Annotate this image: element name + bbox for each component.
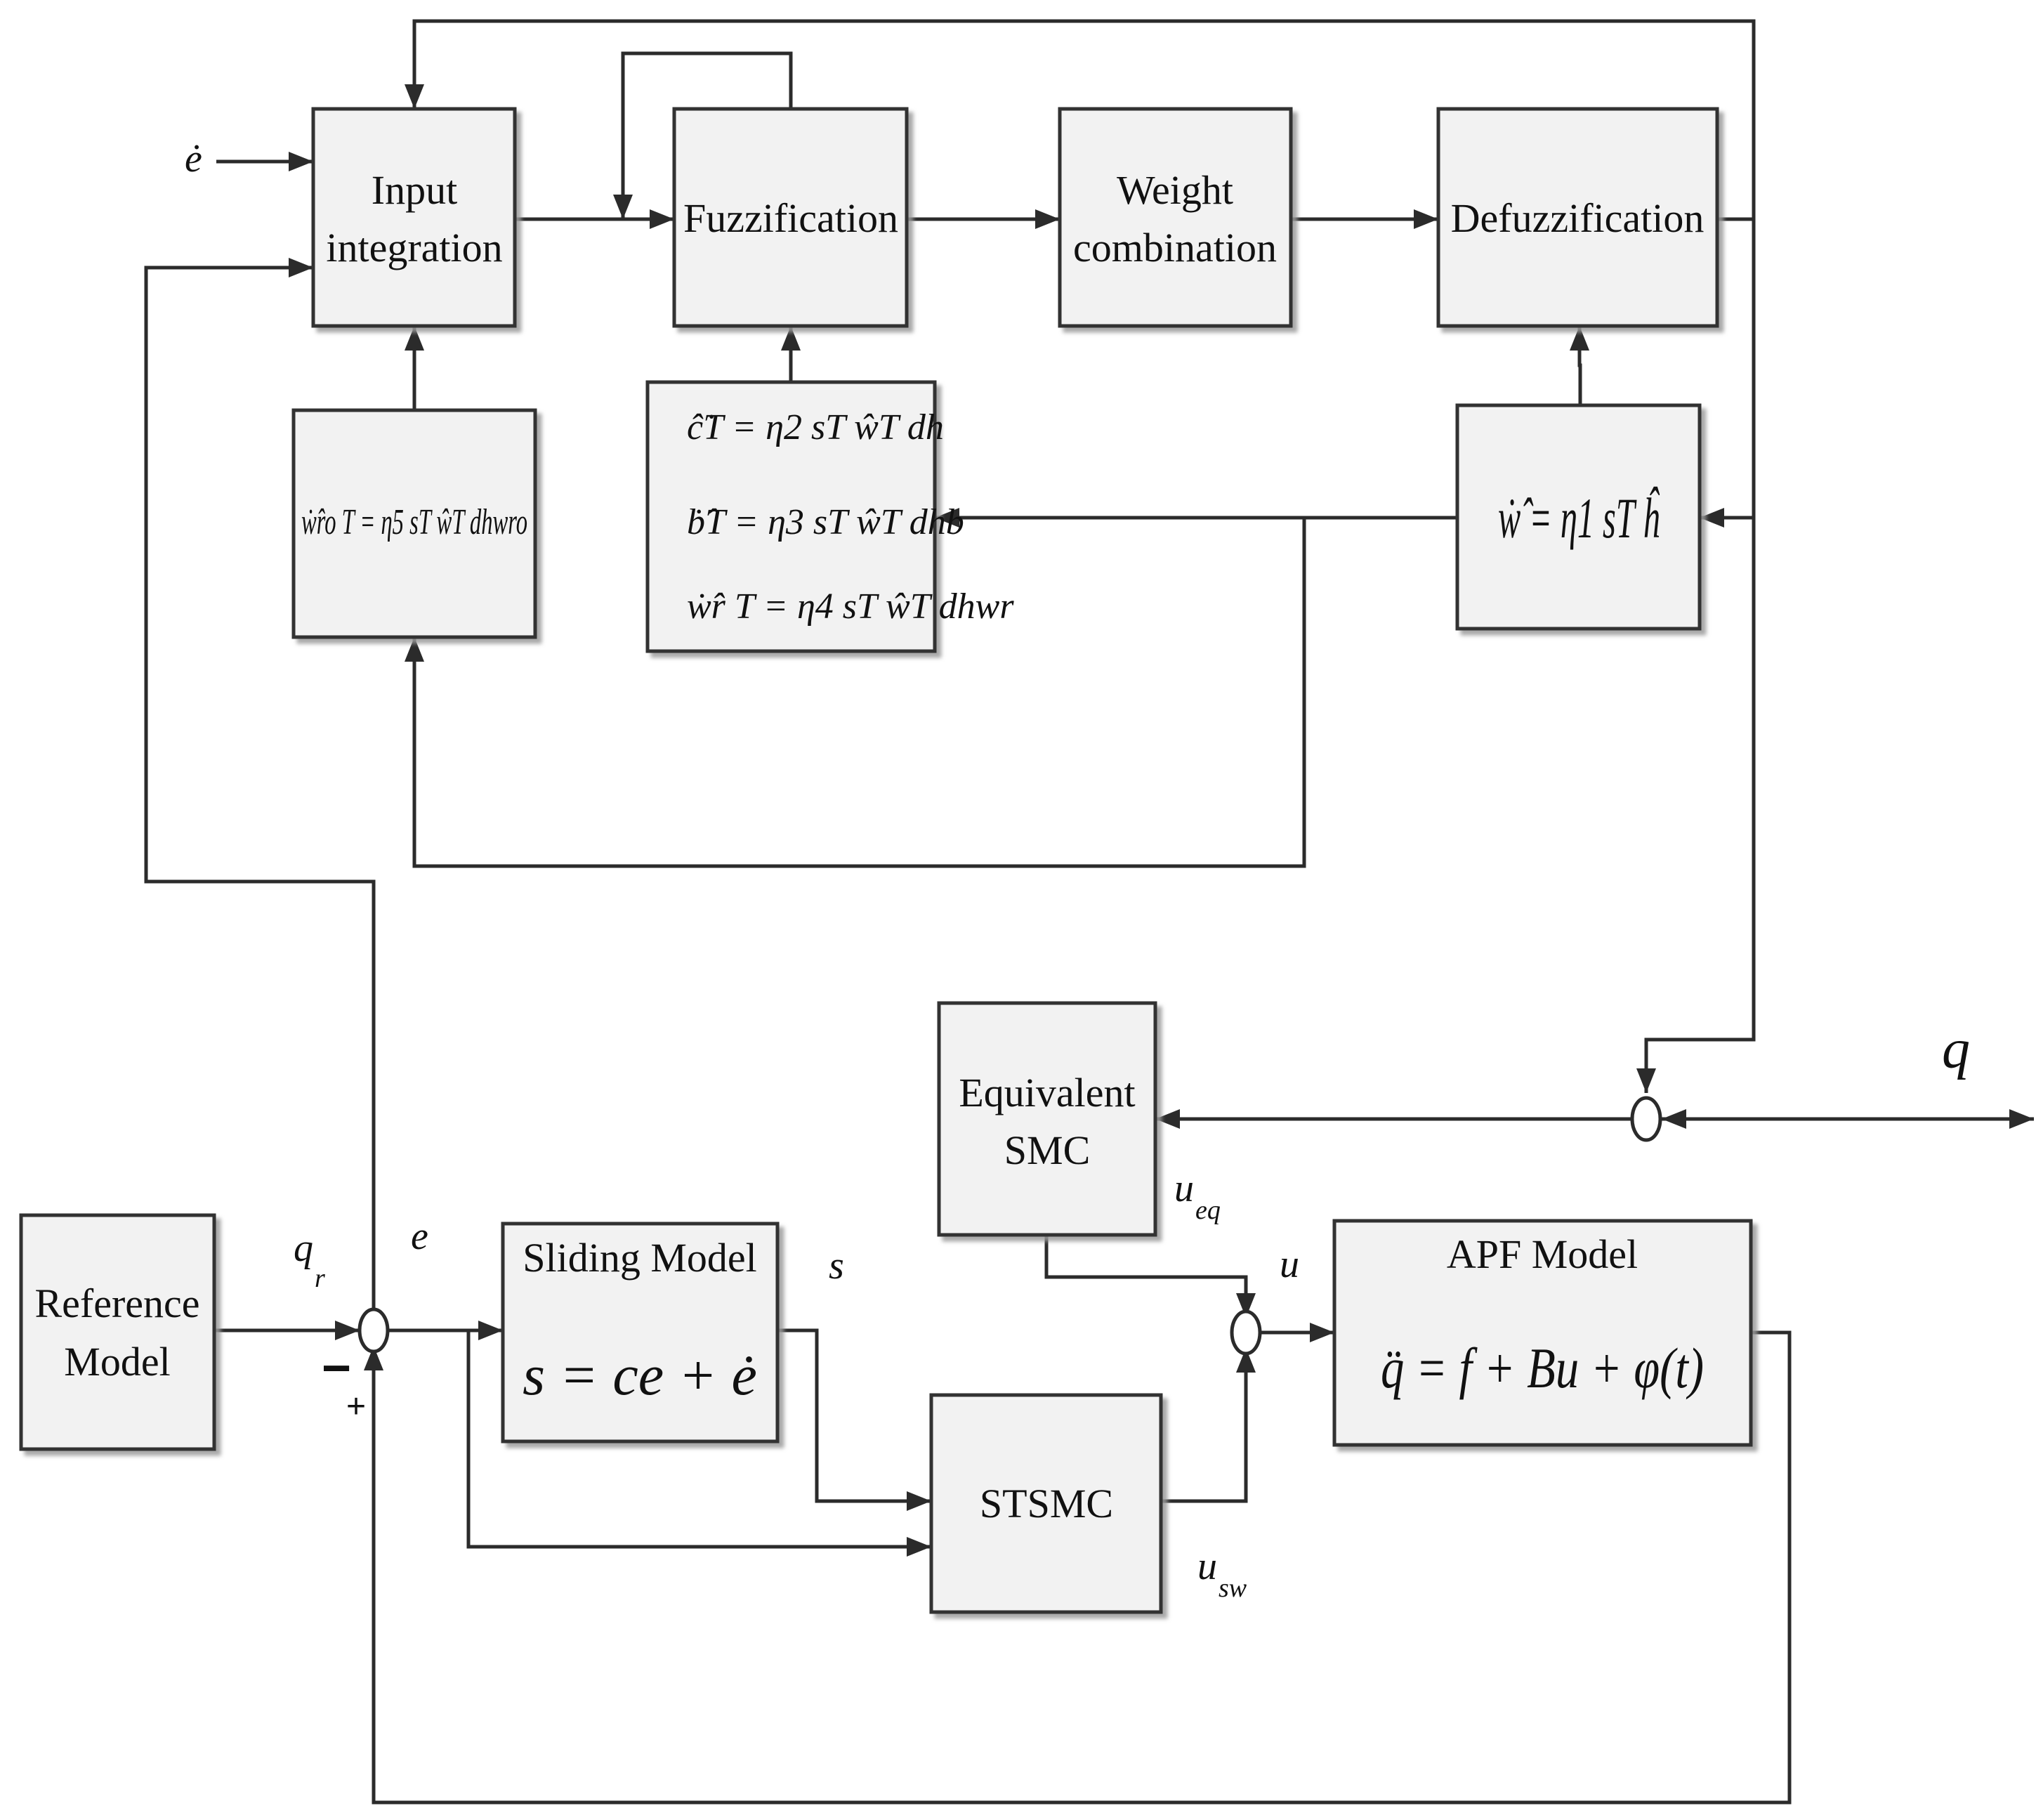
signal-e-dot: ė: [185, 137, 202, 181]
equivalent-smc-label-1: Equivalent: [959, 1070, 1135, 1115]
reference-model-block: Reference Model: [19, 1213, 216, 1451]
error-summing-junction: [357, 1307, 390, 1354]
sliding-surface-equation: s = ce + ė: [523, 1343, 757, 1407]
b-update-equation: ḃ̂T = η3 sT ŵT dhb: [687, 502, 964, 542]
wire-s-to-stsmc: [777, 1328, 931, 1511]
signal-wires: [144, 19, 2034, 1805]
fuzzification-label: Fuzzification: [683, 195, 898, 241]
signal-u-eq: u: [1174, 1167, 1194, 1210]
weight-combination-label-1: Weight: [1117, 167, 1233, 213]
control-summing-junction: [1230, 1309, 1262, 1356]
signal-e: e: [411, 1215, 428, 1258]
stsmc-block: STSMC: [929, 1393, 1163, 1614]
defuzzification-block: Defuzzification: [1436, 107, 1719, 328]
fuzzification-block: Fuzzification: [672, 107, 909, 328]
cbw-update-laws-block: ĉ̇T = η2 sT ŵT dh ḃ̂T = η3 sT ŵT dhb ẇ̂r…: [645, 380, 1014, 653]
signal-q-r: q: [294, 1226, 313, 1270]
signal-s: s: [829, 1244, 844, 1288]
signal-u-eq-subscript: eq: [1195, 1196, 1221, 1225]
sliding-model-block: Sliding Model s = ce + ė: [501, 1222, 780, 1443]
input-integration-block: Input integration: [311, 107, 517, 328]
signal-q-output: q: [1942, 1019, 1970, 1080]
signal-q-r-subscript: r: [315, 1264, 325, 1293]
wire-e-to-input: [144, 258, 376, 1325]
equivalent-smc-label-2: SMC: [1004, 1127, 1091, 1173]
wro-update-equation: ẇ̂ro T = η5 sT ŵT dhwro: [301, 502, 527, 542]
wire-top-feedback: [405, 19, 1756, 219]
wire-fuzz-loop: [613, 51, 793, 219]
reference-model-label-1: Reference: [34, 1281, 199, 1326]
wro-update-law-block: ẇ̂ro T = η5 sT ŵT dhwro: [291, 408, 537, 639]
wire-eq-to-sum: [1044, 1235, 1256, 1318]
input-integration-label-1: Input: [372, 167, 457, 213]
apf-model-block: APF Model q̈ = f + Bu + φ(t): [1332, 1219, 1753, 1447]
weight-combination-block: Weight combination: [1058, 107, 1293, 328]
c-update-equation: ĉ̇T = η2 sT ŵT dh: [687, 407, 944, 447]
signal-u: u: [1280, 1243, 1299, 1286]
wire-to-wro-law: [405, 518, 1306, 868]
w-update-law-block: ẇ̂ = η1 sT ĥ: [1455, 403, 1702, 631]
reference-model-label-2: Model: [64, 1339, 170, 1384]
weight-combination-label-2: combination: [1073, 225, 1277, 270]
wire-defuzz-to-sum: [1636, 217, 1756, 1093]
wire-e-to-stsmc: [466, 1330, 931, 1557]
signal-u-sw: u: [1197, 1545, 1217, 1588]
wire-w-law-to-defuzz: [1570, 326, 1589, 405]
equivalent-smc-block: Equivalent SMC: [937, 1001, 1157, 1237]
wire-q-feedback: [364, 1330, 1792, 1805]
apf-dynamics-equation: q̈ = f + Bu + φ(t): [1381, 1336, 1704, 1400]
minus-sign: −: [322, 1340, 351, 1396]
wr-update-equation: ẇ̂r T = η4 sT ŵT dhwr: [687, 587, 1014, 627]
signal-u-sw-subscript: sw: [1219, 1573, 1247, 1603]
input-integration-label-2: integration: [326, 225, 502, 270]
w-update-equation: ẇ̂ = η1 sT ĥ: [1498, 486, 1660, 550]
sliding-model-label: Sliding Model: [523, 1235, 757, 1281]
stsmc-label: STSMC: [980, 1481, 1113, 1526]
signal-labels: ė q r e s u u eq u sw q − +: [185, 137, 1970, 1603]
apf-model-label: APF Model: [1447, 1231, 1638, 1277]
defuzzification-label: Defuzzification: [1451, 195, 1705, 241]
plus-sign: +: [346, 1388, 366, 1425]
wire-stsmc-to-sum: [1161, 1348, 1256, 1503]
output-summing-junction: [1630, 1096, 1662, 1142]
